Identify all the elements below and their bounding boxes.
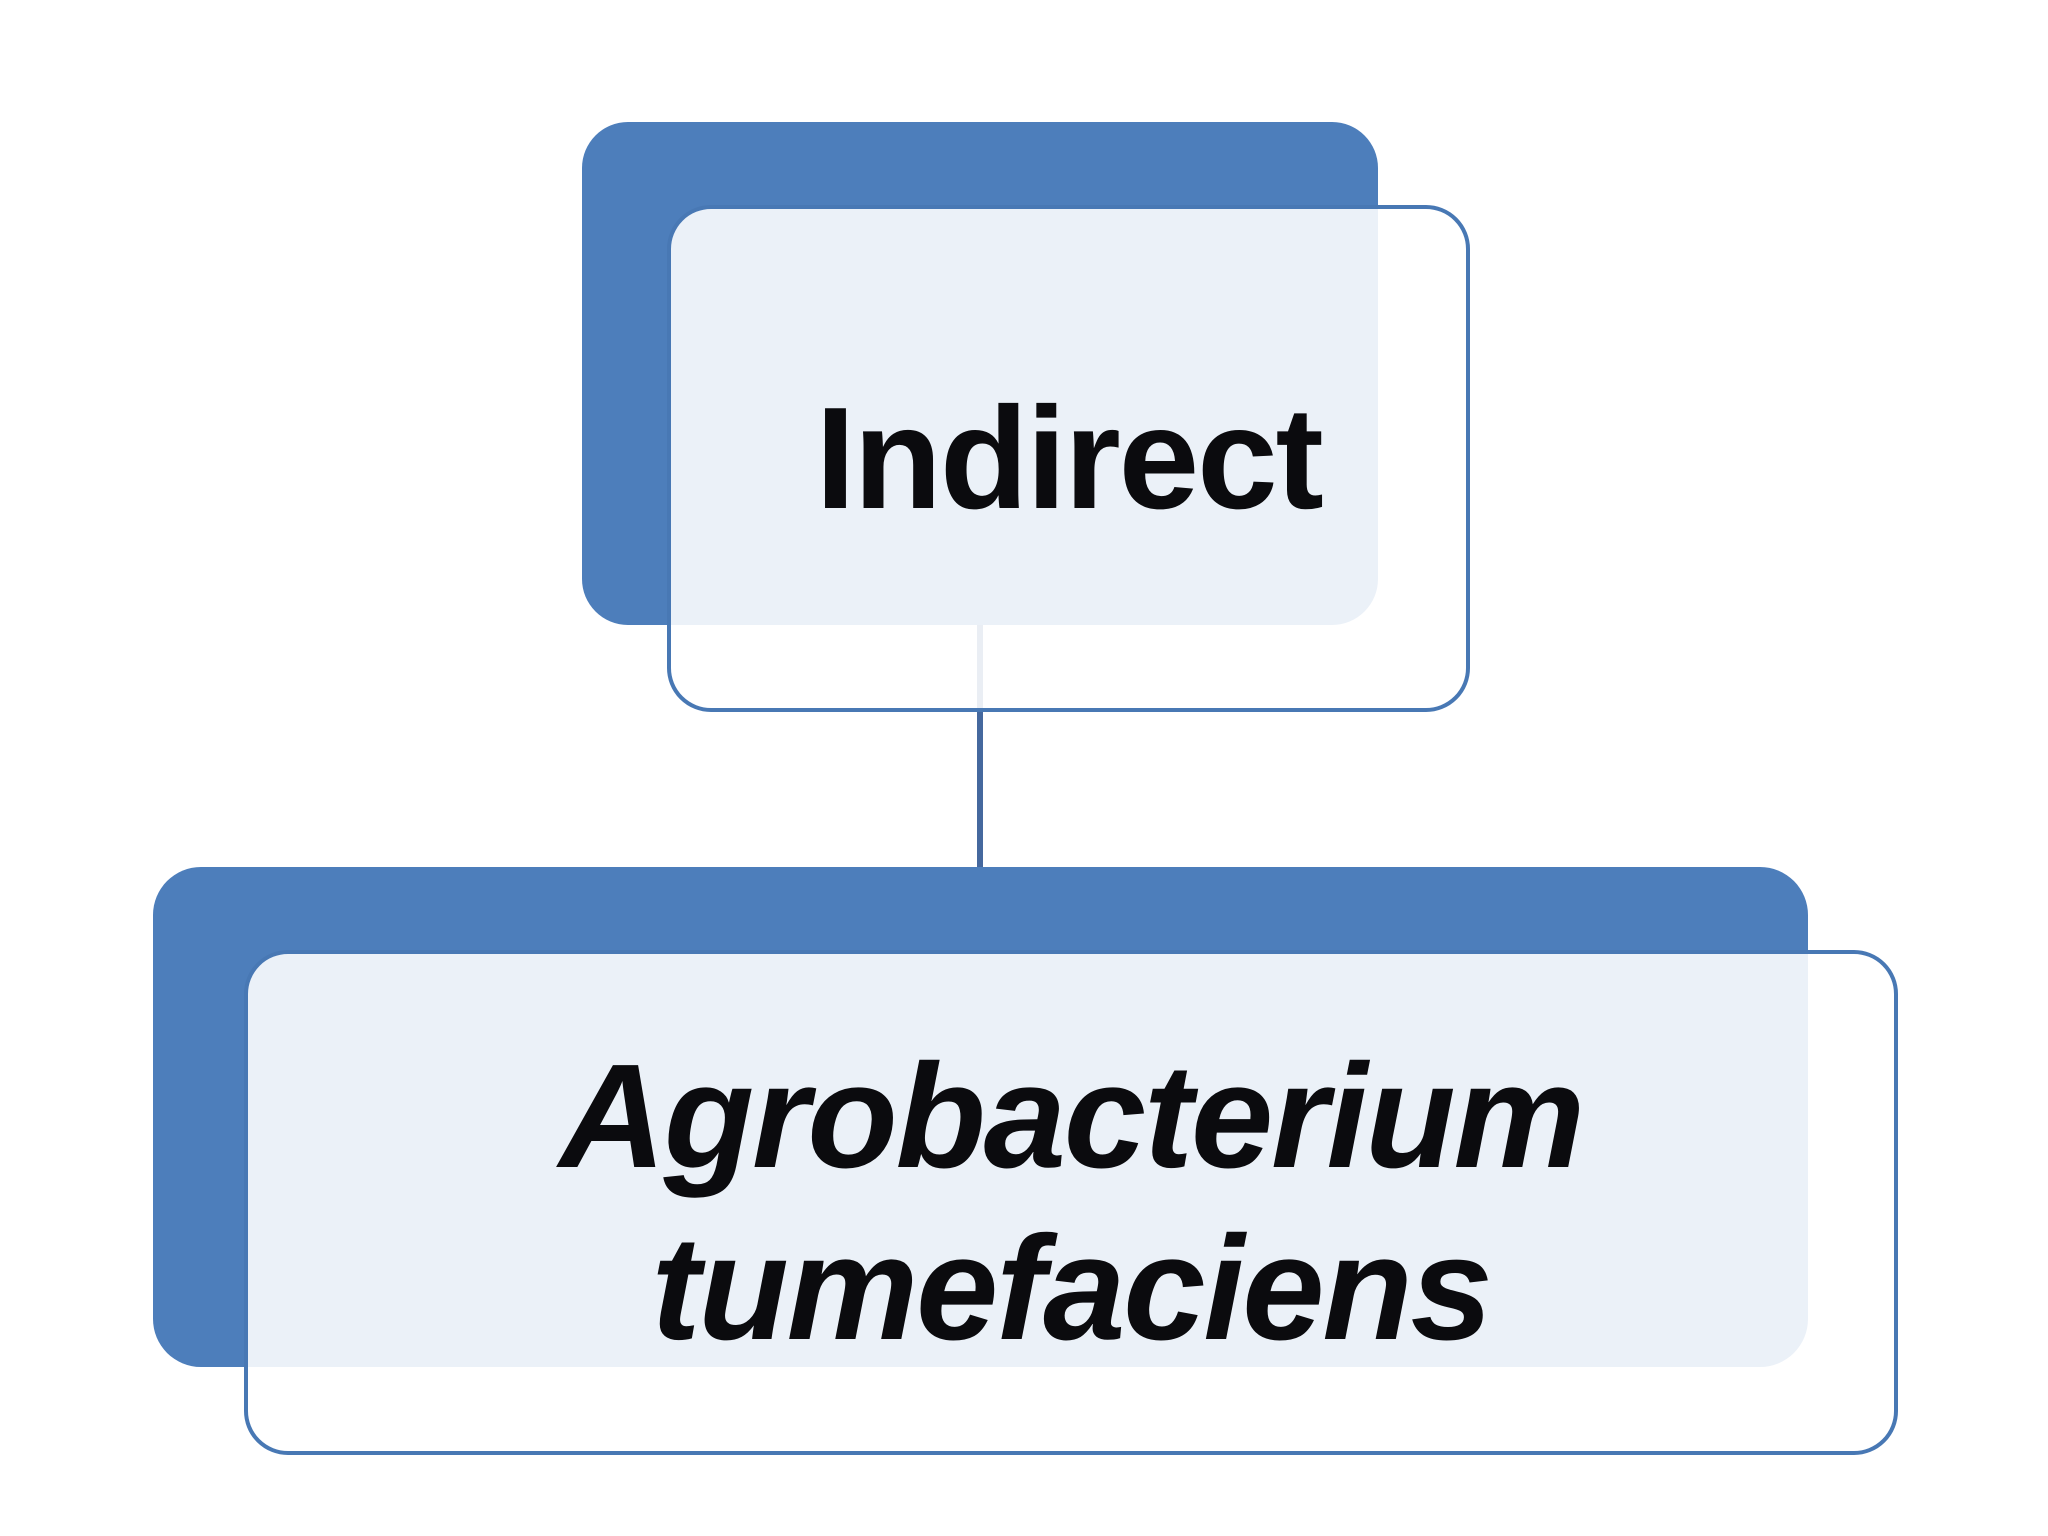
- node-agrobacterium: Agrobacterium tumefaciens: [244, 950, 1898, 1455]
- connector-line: [977, 598, 983, 932]
- node-indirect: Indirect: [667, 205, 1470, 712]
- node-indirect-label: Indirect: [815, 376, 1324, 539]
- node-agrobacterium-label: Agrobacterium tumefaciens: [559, 1033, 1585, 1371]
